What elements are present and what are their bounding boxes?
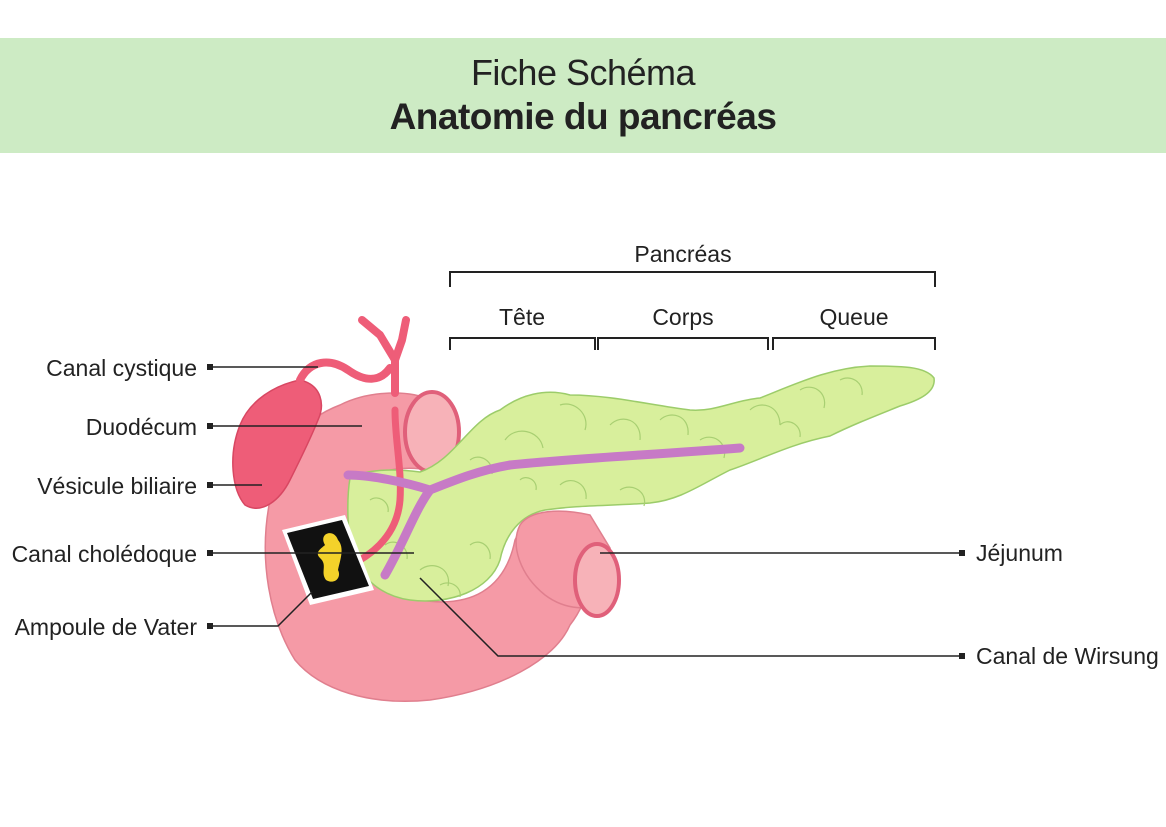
label-canal-de-wirsung: Canal de Wirsung [976,643,1159,669]
page-title-line1: Fiche Schéma [470,52,696,93]
leader-lines [210,366,962,657]
label-canal-cystique: Canal cystique [46,355,197,381]
ampulla-of-vater [282,515,374,605]
queue-bracket [772,337,936,350]
label-canal-choledoque: Canal cholédoque [12,541,197,567]
label-vesicule-biliaire: Vésicule biliaire [37,473,197,499]
label-corps: Corps [652,304,713,330]
label-tete: Tête [499,304,545,330]
label-queue: Queue [819,304,888,330]
pancreas-shape [347,365,935,602]
hepatic-duct-shape [358,316,410,397]
page-title-line2: Anatomie du pancréas [389,96,777,137]
canal-choledoque-shape [356,406,404,564]
pancreas-bracket [449,271,936,287]
canal-wirsung-shape [343,443,745,580]
label-ampoule-de-vater: Ampoule de Vater [15,614,198,640]
leader-markers [207,364,965,659]
label-pancreas: Pancréas [634,241,731,267]
jejunum-opening [573,542,621,618]
label-jejunum: Jéjunum [976,540,1063,566]
header-band: Fiche Schéma Anatomie du pancréas [0,38,1166,153]
gallbladder-shape [232,379,322,509]
canal-cystique-shape [296,358,394,384]
tete-bracket [449,337,596,350]
corps-bracket [597,337,769,350]
pancreas-lobules [369,377,863,598]
label-duodenum: Duodécum [86,414,197,440]
